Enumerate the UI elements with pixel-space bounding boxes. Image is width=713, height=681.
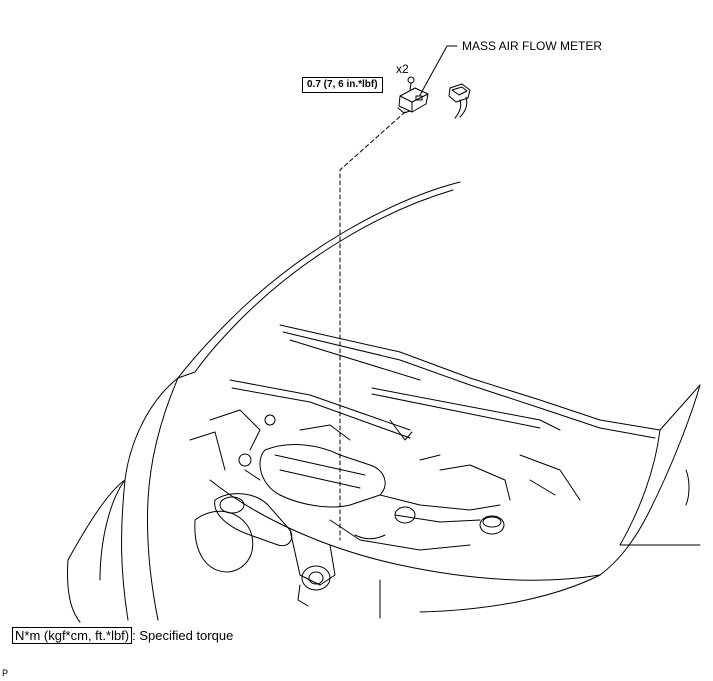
- torque-spec-box: 0.7 (7, 6 in.*lbf): [302, 77, 383, 93]
- mass-air-flow-meter-icon: [397, 87, 429, 114]
- engine-components: [189, 409, 581, 607]
- installation-dashed-line: [339, 111, 406, 541]
- corner-mark: P: [2, 668, 9, 678]
- torque-legend-description: : Specified torque: [132, 628, 234, 643]
- quantity-label: x2: [396, 62, 409, 76]
- torque-legend-key: N*m (kgf*cm, ft.*lbf): [12, 627, 133, 644]
- part-leader-line: [419, 45, 458, 96]
- vehicle-front-body: [67, 181, 701, 623]
- wire-connector-icon: [448, 83, 471, 119]
- part-name-label: MASS AIR FLOW METER: [462, 39, 603, 53]
- torque-legend: N*m (kgf*cm, ft.*lbf): Specified torque: [12, 627, 234, 644]
- bolt-icon: [407, 76, 415, 91]
